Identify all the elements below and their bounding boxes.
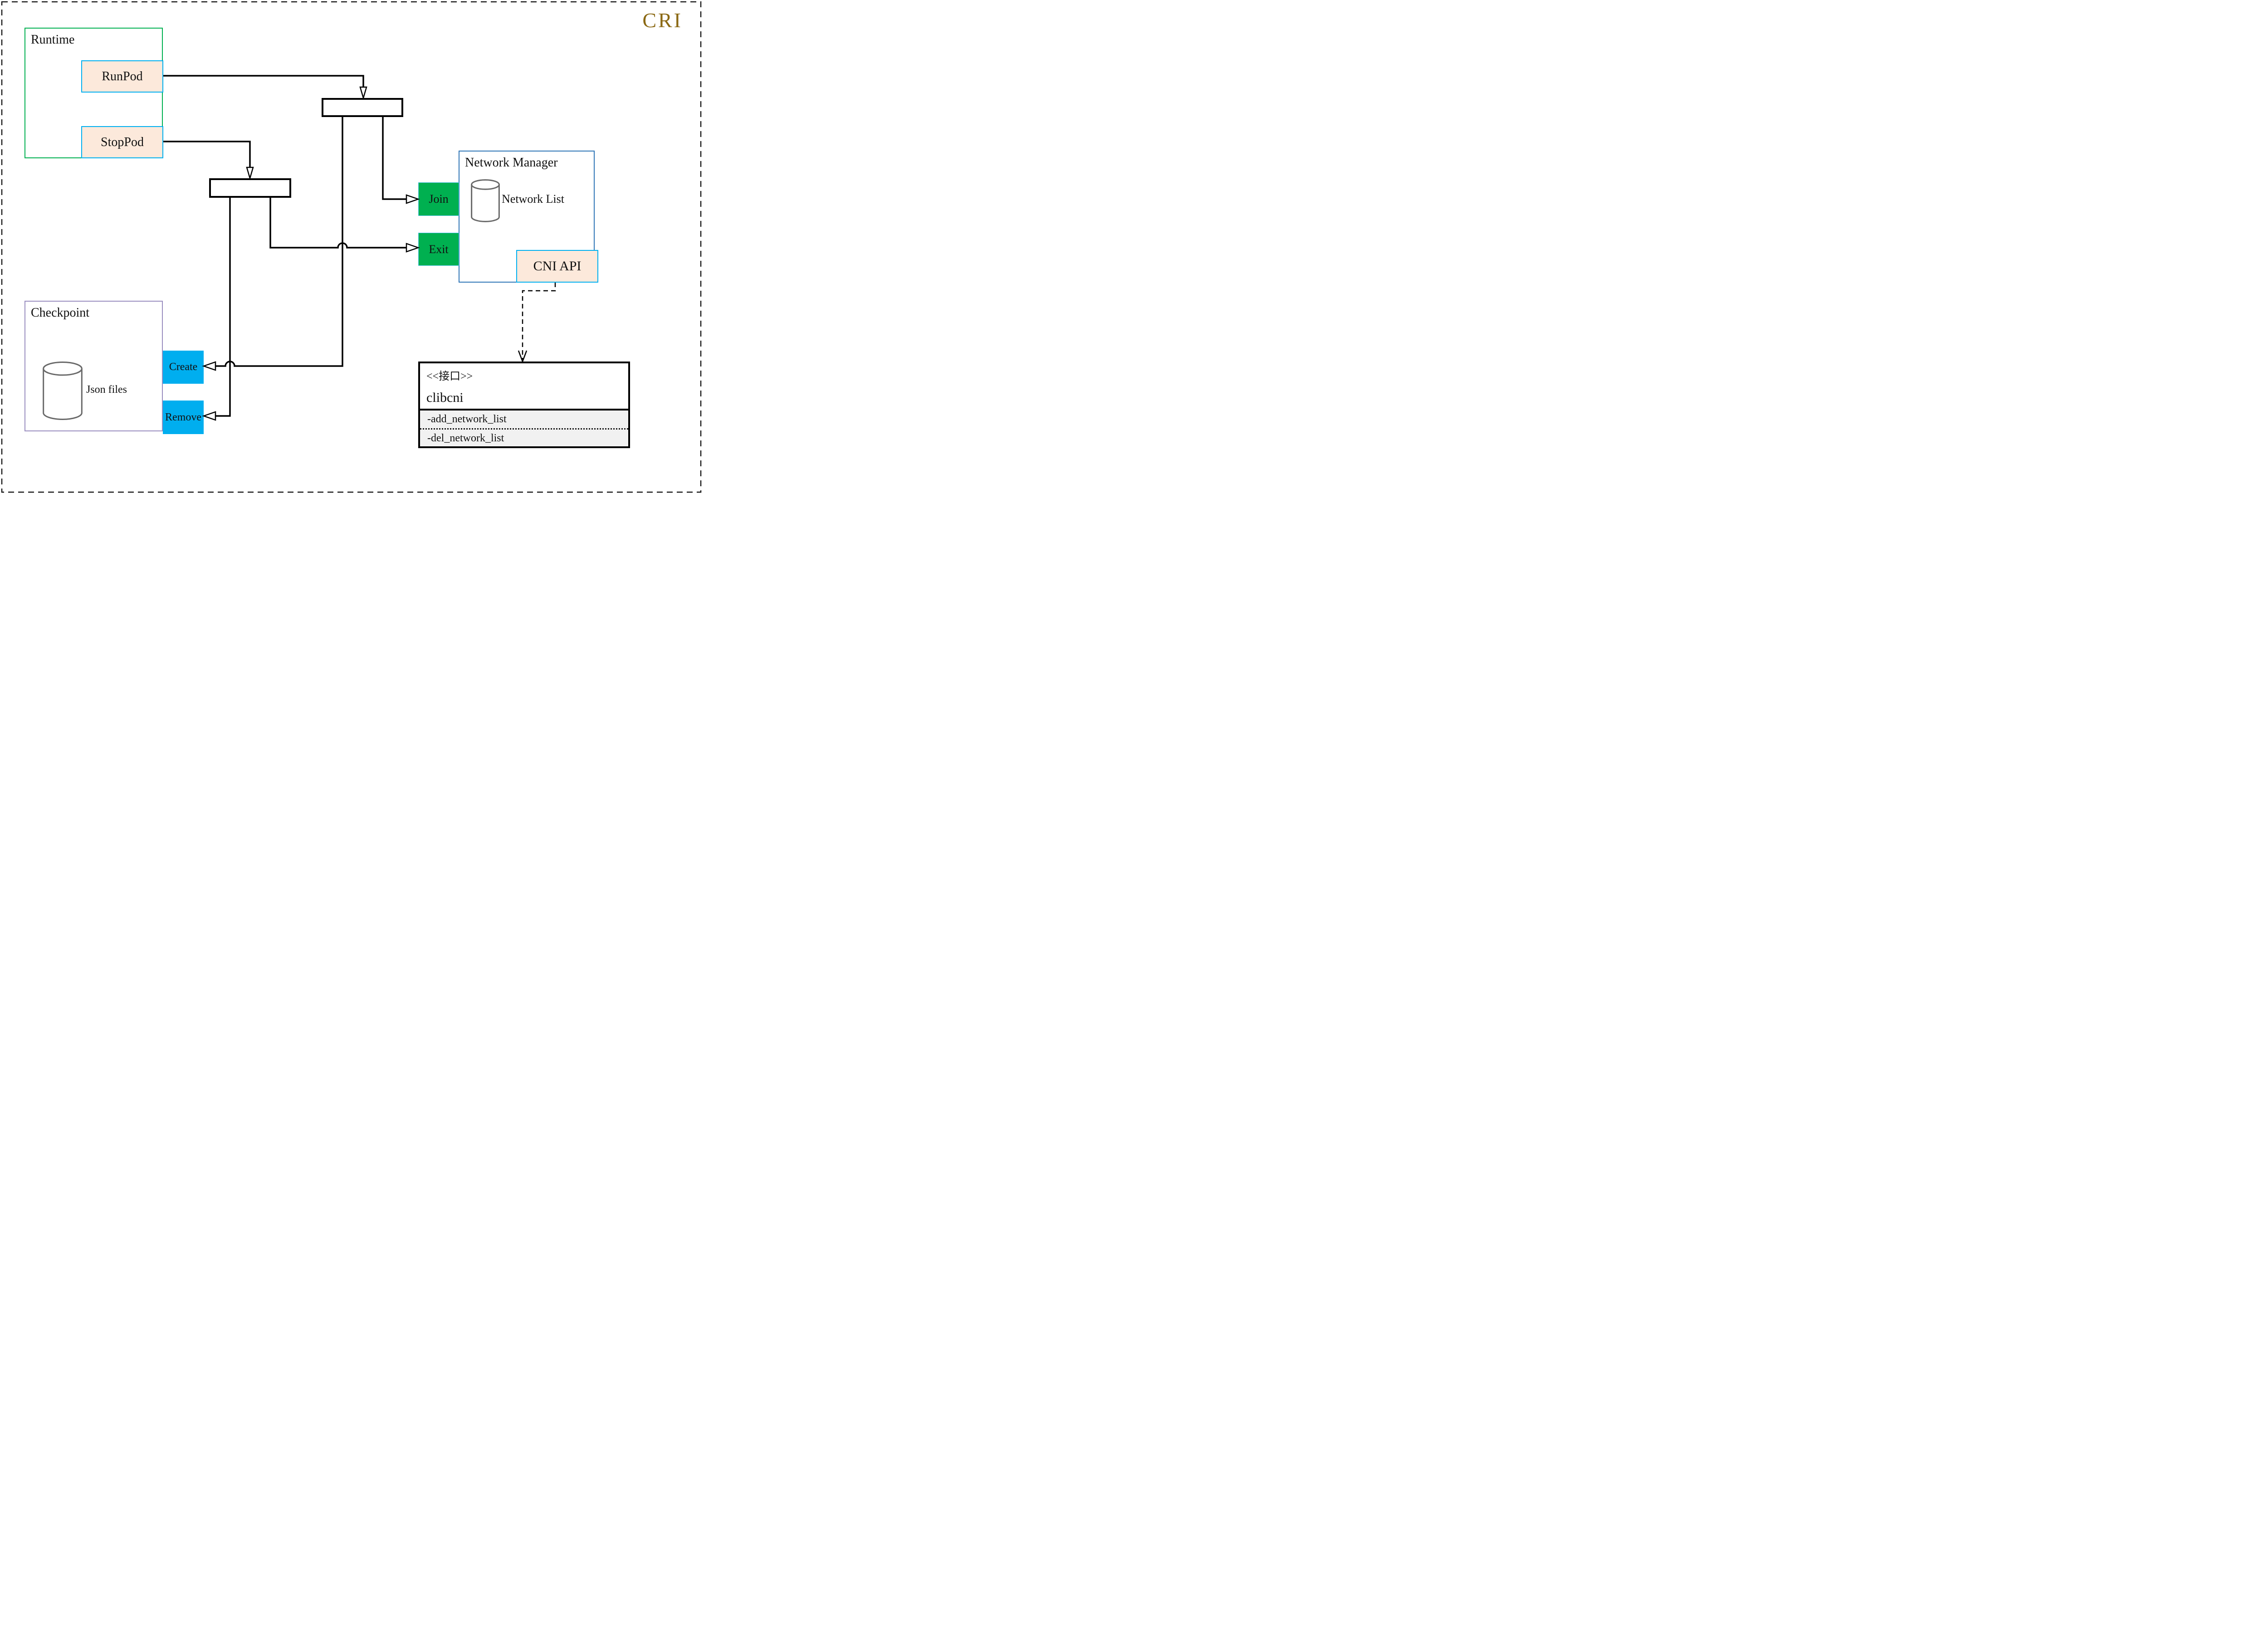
create-arrowhead-icon	[202, 361, 216, 371]
network-list-label: Network List	[502, 192, 564, 205]
connector-node-runpod	[322, 98, 403, 117]
cri-architecture-diagram: CRI Runtime RunPod StopPod Network Manag…	[0, 0, 703, 494]
exit-label: Exit	[429, 242, 449, 256]
stoppod-label: StopPod	[101, 135, 144, 149]
diagram-title: CRI	[642, 9, 683, 32]
join-arrowhead-icon	[406, 194, 420, 204]
remove-arrowhead-icon	[202, 411, 216, 421]
create-label: Create	[169, 361, 198, 373]
cni-dependency-dashed-line	[522, 283, 556, 360]
remove-connector-line	[215, 198, 231, 417]
method-del-network-list: -del_network_list	[427, 432, 504, 444]
runpod-connector-line	[163, 75, 364, 87]
stoppod-node: StopPod	[81, 126, 163, 158]
exit-node: Exit	[418, 233, 459, 266]
stoppod-arrowhead-icon	[246, 166, 254, 181]
connector-node-stoppod	[209, 178, 291, 198]
network-list-database-icon	[470, 179, 500, 223]
cni-dependency-arrowhead-icon	[518, 350, 528, 363]
exit-connector-line	[269, 198, 406, 249]
checkpoint-title: Checkpoint	[31, 306, 90, 320]
create-connector-line	[215, 117, 343, 367]
network-manager-title: Network Manager	[465, 156, 558, 170]
create-node: Create	[163, 351, 204, 384]
interface-methods-compartment: -add_network_list -del_network_list	[420, 409, 628, 446]
remove-label: Remove	[165, 411, 201, 423]
join-node: Join	[418, 182, 459, 216]
interface-name: clibcni	[426, 390, 464, 405]
cni-api-label: CNI API	[533, 259, 582, 274]
json-files-label: Json files	[86, 384, 127, 396]
join-connector-line	[382, 117, 406, 200]
interface-stereotype: <<接口>>	[426, 371, 473, 382]
json-files-database-icon	[42, 361, 83, 421]
clibcni-interface-box: <<接口>> clibcni -add_network_list -del_ne…	[418, 362, 630, 448]
cni-api-node: CNI API	[516, 250, 598, 283]
join-label: Join	[429, 192, 449, 205]
runpod-arrowhead-icon	[359, 86, 367, 100]
runtime-title: Runtime	[31, 33, 75, 47]
runpod-node: RunPod	[81, 60, 163, 93]
stoppod-connector-line	[163, 141, 251, 167]
remove-node: Remove	[163, 401, 204, 434]
exit-arrowhead-icon	[406, 243, 420, 253]
method-add-network-list: -add_network_list	[420, 411, 628, 430]
runpod-label: RunPod	[102, 69, 143, 83]
